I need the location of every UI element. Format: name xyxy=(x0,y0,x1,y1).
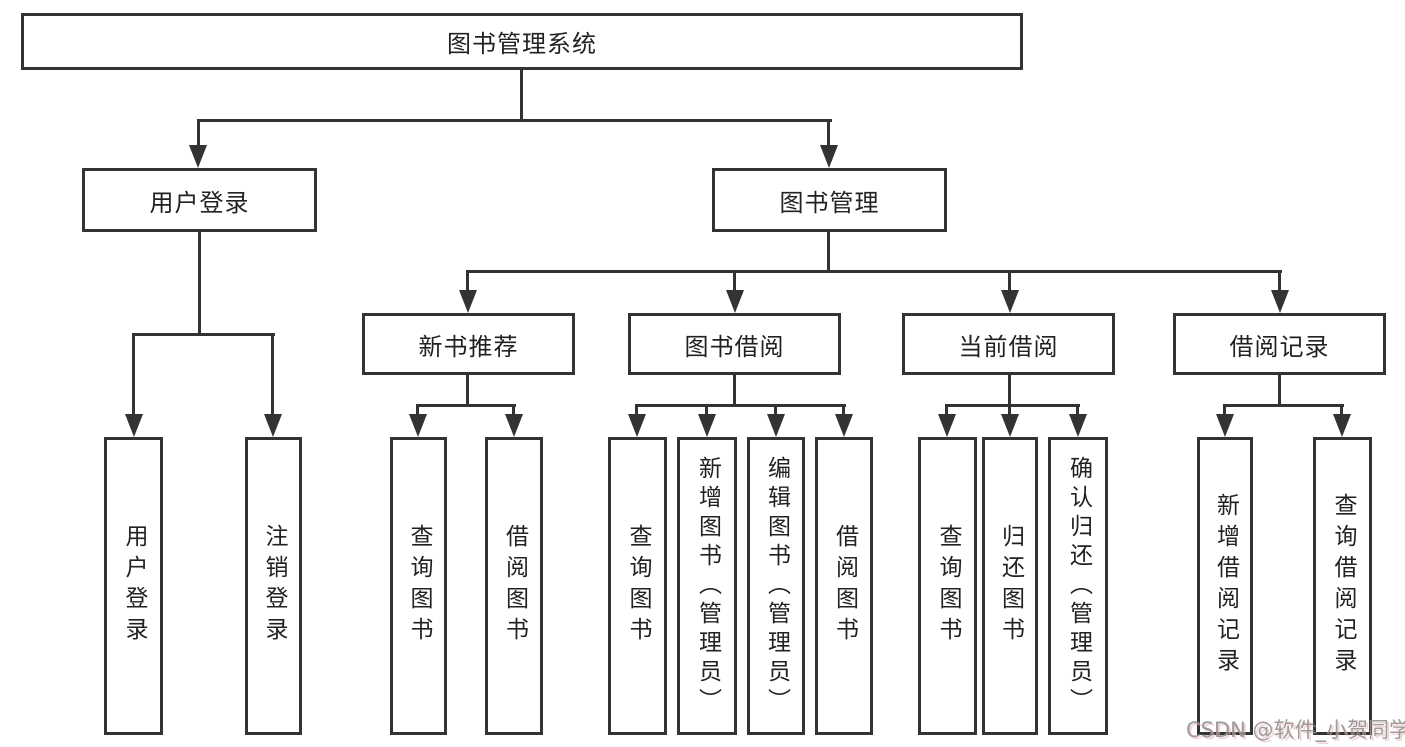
node-new-book-recommend: 新书推荐 xyxy=(362,313,575,375)
arrowhead-nbr-0 xyxy=(409,414,427,437)
arrowhead-sec-cb xyxy=(1001,290,1019,313)
connector-cb-rail xyxy=(945,404,1080,407)
connector-drop-br-0 xyxy=(1223,404,1226,418)
connector-drop-nbr-0 xyxy=(416,404,419,418)
connector-drop-book-mgmt xyxy=(827,119,830,149)
connector-drop-cb-1 xyxy=(1008,404,1011,418)
leaf-nbr-borrow-book: 借阅图书 xyxy=(485,437,543,735)
node-borrow-record: 借阅记录 xyxy=(1173,313,1386,375)
node-book-borrow: 图书借阅 xyxy=(628,313,841,375)
connector-drop-bb-0 xyxy=(635,404,638,418)
leaf-cb-query-book: 查询图书 xyxy=(918,437,977,735)
connector-nbr-stem xyxy=(466,375,469,407)
leaf-br-add-record: 新增借阅记录 xyxy=(1197,437,1253,735)
node-borrow-record-label: 借阅记录 xyxy=(1229,332,1330,361)
leaf-cb-confirm-return-admin: 确认归还（管理员） xyxy=(1048,437,1108,735)
arrowhead-cb-1 xyxy=(1001,414,1019,437)
arrowhead-sec-nbr xyxy=(459,290,477,313)
leaf-br-query-record: 查询借阅记录 xyxy=(1313,437,1372,735)
node-new-book-recommend-label: 新书推荐 xyxy=(418,332,519,361)
leaf-logout-label: 注销登录 xyxy=(261,524,287,648)
connector-root-rail xyxy=(197,119,832,122)
node-book-borrow-label: 图书借阅 xyxy=(684,332,785,361)
node-user-login: 用户登录 xyxy=(82,168,317,232)
connector-drop-bb-1 xyxy=(705,404,708,418)
leaf-nbr-query-book-label: 查询图书 xyxy=(406,524,432,648)
connector-drop-bb-3 xyxy=(842,404,845,418)
arrowhead-sec-bb xyxy=(726,290,744,313)
connector-drop-leaf-login xyxy=(132,333,135,417)
arrowhead-user-login xyxy=(189,145,207,168)
node-current-borrow: 当前借阅 xyxy=(902,313,1115,375)
connector-bb-rail xyxy=(635,404,846,407)
leaf-bb-add-book-admin-label: 新增图书（管理员） xyxy=(694,455,721,717)
connector-cb-stem xyxy=(1008,375,1011,407)
arrowhead-bb-2 xyxy=(767,414,785,437)
leaf-bb-edit-book-admin-label: 编辑图书（管理员） xyxy=(763,455,790,717)
leaf-bb-edit-book-admin: 编辑图书（管理员） xyxy=(747,437,805,735)
connector-userlogin-stem xyxy=(198,232,201,335)
leaf-br-add-record-label: 新增借阅记录 xyxy=(1212,493,1239,679)
watermark-text: CSDN @软件_小贺同学 xyxy=(1186,718,1405,742)
leaf-cb-confirm-return-admin-label: 确认归还（管理员） xyxy=(1065,455,1092,717)
leaf-bb-borrow-book-label: 借阅图书 xyxy=(831,524,858,648)
connector-drop-user-login xyxy=(197,119,200,149)
connector-drop-br-1 xyxy=(1340,404,1343,418)
connector-drop-sec-nbr xyxy=(466,270,469,293)
leaf-nbr-borrow-book-label: 借阅图书 xyxy=(501,524,528,648)
arrowhead-bb-1 xyxy=(698,414,716,437)
leaf-br-query-record-label: 查询借阅记录 xyxy=(1330,493,1356,679)
node-root-label: 图书管理系统 xyxy=(447,30,597,58)
connector-drop-cb-2 xyxy=(1076,404,1079,418)
connector-bookmgmt-stem xyxy=(827,232,830,273)
leaf-nbr-query-book: 查询图书 xyxy=(390,437,447,735)
connector-root-stem xyxy=(520,70,523,120)
leaf-user-login-label: 用户登录 xyxy=(121,524,147,648)
node-user-login-label: 用户登录 xyxy=(149,188,250,217)
leaf-bb-query-book-label: 查询图书 xyxy=(625,524,651,648)
arrowhead-leaf-login xyxy=(125,414,143,437)
node-root: 图书管理系统 xyxy=(21,13,1023,70)
leaf-bb-query-book: 查询图书 xyxy=(608,437,667,735)
connector-drop-leaf-logout xyxy=(271,333,274,417)
arrowhead-leaf-logout xyxy=(264,414,282,437)
connector-drop-cb-0 xyxy=(945,404,948,418)
leaf-logout: 注销登录 xyxy=(245,437,302,735)
node-book-management-label: 图书管理 xyxy=(779,188,880,217)
connector-drop-sec-bb xyxy=(733,270,736,293)
connector-bb-stem xyxy=(733,375,736,407)
arrowhead-book-mgmt xyxy=(820,145,838,168)
leaf-cb-return-book: 归还图书 xyxy=(982,437,1038,735)
arrowhead-bb-3 xyxy=(835,414,853,437)
node-current-borrow-label: 当前借阅 xyxy=(958,332,1059,361)
leaf-bb-add-book-admin: 新增图书（管理员） xyxy=(677,437,737,735)
leaf-bb-borrow-book: 借阅图书 xyxy=(815,437,873,735)
connector-br-rail xyxy=(1223,404,1344,407)
arrowhead-bb-0 xyxy=(628,414,646,437)
arrowhead-cb-0 xyxy=(938,414,956,437)
arrowhead-sec-br xyxy=(1271,290,1289,313)
leaf-cb-query-book-label: 查询图书 xyxy=(935,524,961,648)
connector-bookmgmt-rail xyxy=(466,270,1282,273)
connector-drop-nbr-1 xyxy=(512,404,515,418)
arrowhead-br-1 xyxy=(1333,414,1351,437)
connector-drop-bb-2 xyxy=(774,404,777,418)
connector-br-stem xyxy=(1278,375,1281,407)
node-book-management: 图书管理 xyxy=(712,168,947,232)
connector-nbr-rail xyxy=(416,404,516,407)
connector-userlogin-rail xyxy=(132,333,275,336)
arrowhead-nbr-1 xyxy=(505,414,523,437)
arrowhead-br-0 xyxy=(1216,414,1234,437)
leaf-cb-return-book-label: 归还图书 xyxy=(997,524,1024,648)
connector-drop-sec-cb xyxy=(1008,270,1011,293)
leaf-user-login: 用户登录 xyxy=(104,437,163,735)
connector-drop-sec-br xyxy=(1278,270,1281,293)
arrowhead-cb-2 xyxy=(1069,414,1087,437)
